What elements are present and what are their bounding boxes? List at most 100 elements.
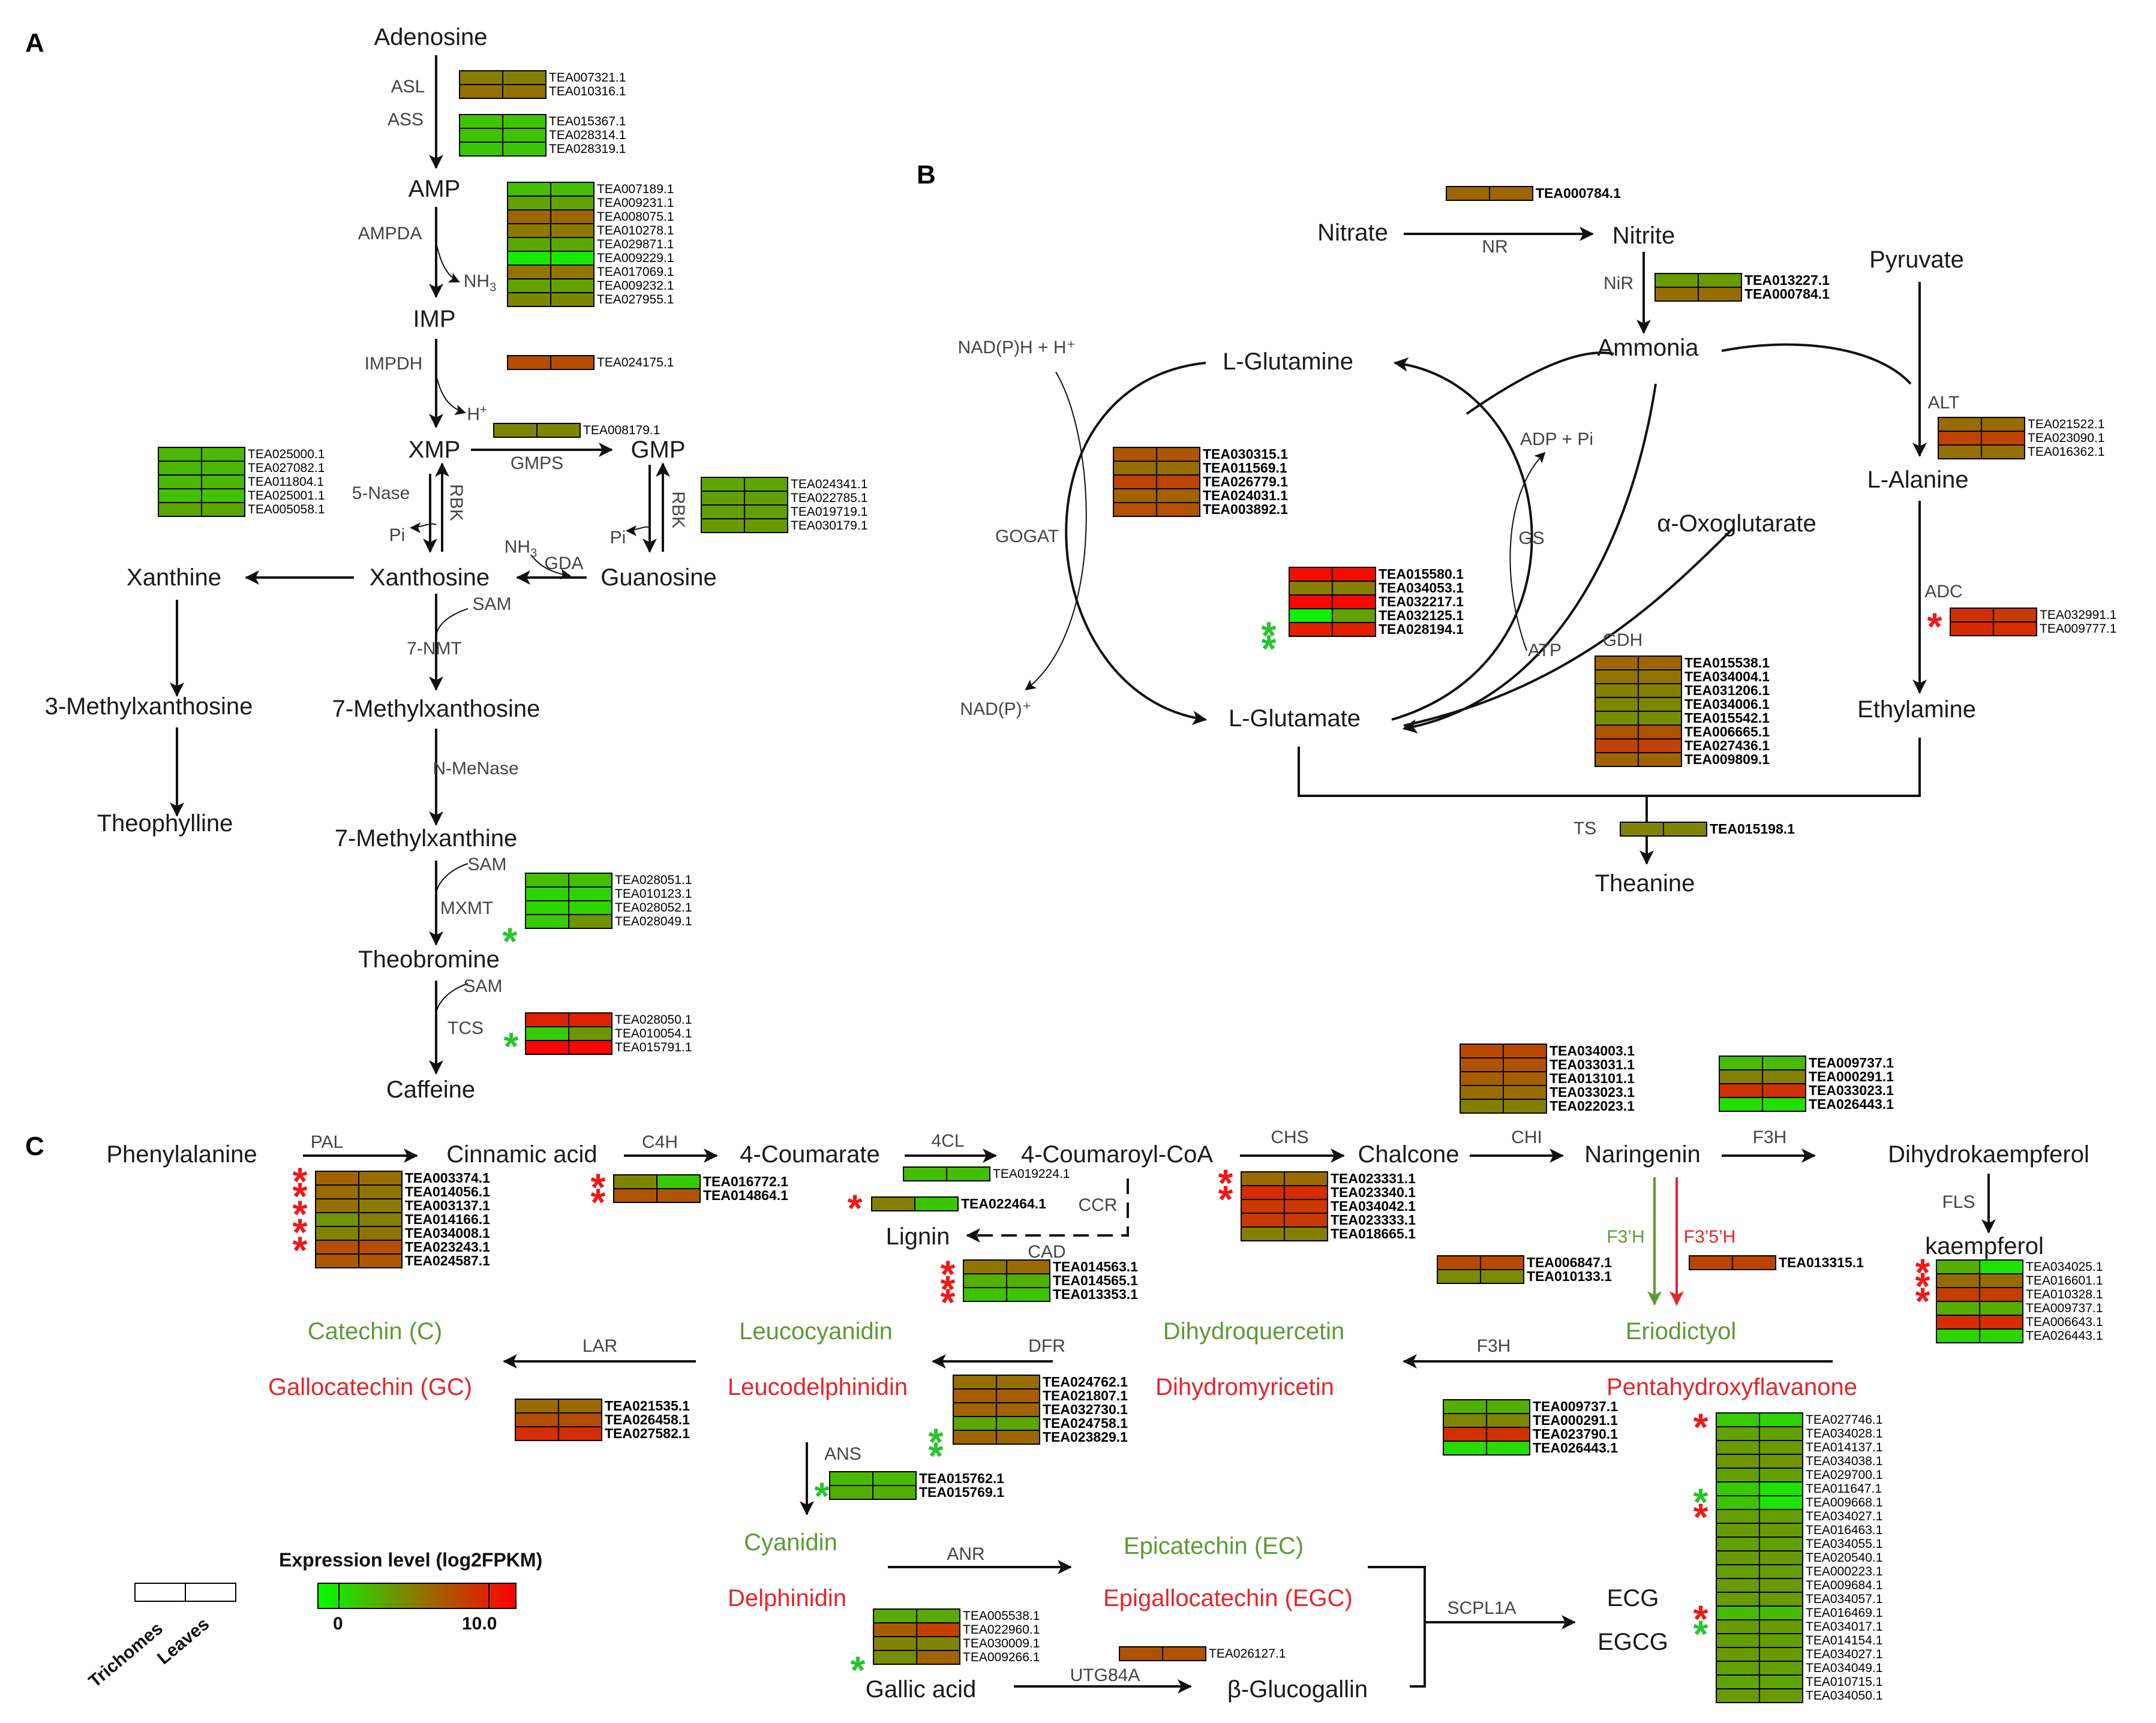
heatmap-cell [1487,1442,1529,1454]
heatmap-cell [359,1172,401,1184]
heatmap-cell [1717,1427,1759,1440]
significance-star-icon: * [292,1159,308,1203]
gene-id: TEA023340.1 [1331,1184,1416,1200]
gene-id: TEA010133.1 [1527,1268,1612,1284]
heatmap-cell [1760,1662,1802,1674]
gene-id: TEA032217.1 [1379,594,1464,609]
gene-id: TEA014864.1 [703,1187,788,1203]
enzyme-anr: ANR [947,1544,985,1564]
heatmap-ts [1620,822,1707,837]
gene-id: TEA009777.1 [2040,622,2117,636]
compound-4-coumaroyl-coa: 4-Coumaroyl-CoA [1020,1141,1214,1168]
significance-star-icon: * [1693,1597,1708,1641]
gene-id: TEA009684.1 [1806,1578,1883,1592]
heatmap-cell [569,1027,611,1040]
heatmap-cell [526,874,568,886]
gene-id: TEA021807.1 [1043,1388,1128,1403]
gene-id: TEA010123.1 [615,887,692,901]
enzyme-cad: CAD [1028,1242,1066,1262]
gene-id: TEA022023.1 [1550,1098,1635,1114]
heatmap-cell [997,1376,1039,1388]
side-sam-3: SAM [463,976,503,996]
heatmap-cell [1461,1059,1503,1071]
heatmap-cell [1656,288,1698,300]
heatmap-cell [745,478,787,491]
heatmap-cell [1438,1270,1480,1283]
compound-xanthine: Xanthine [127,564,221,591]
heatmap-impdh [507,355,594,370]
heatmap-cell [1596,698,1638,711]
gene-id: TEA029700.1 [1806,1468,1883,1482]
heatmap-cell [526,915,568,928]
heatmap-cell [1504,1045,1546,1057]
heatmap-cell [1120,1647,1162,1660]
compound-alpha-oxoglutarate: α-Oxoglutarate [1657,510,1816,537]
heatmap-cell [1333,623,1375,636]
enzyme-c4h: C4H [641,1132,678,1152]
heatmap-cell [1717,1620,1759,1633]
gene-id: TEA009737.1 [1809,1055,1894,1071]
gene-id: TEA009737.1 [1533,1399,1618,1414]
heatmap-cell [1290,568,1332,581]
enzyme-7-nmt: 7-NMT [407,639,462,658]
gene-id: TEA009231.1 [597,196,674,210]
side-sam-2: SAM [467,855,507,874]
gene-id: TEA021522.1 [2028,417,2105,431]
side-nadp: NAD(P)⁺ [960,699,1032,719]
gene-id: TEA000223.1 [1806,1565,1883,1578]
heatmap-cell [1438,1256,1480,1269]
enzyme-alt: ALT [1927,393,1960,413]
heatmap-cell [1461,1086,1503,1099]
gene-id: TEA028049.1 [615,915,692,928]
gene-id: TEA034028.1 [1806,1427,1883,1441]
heatmap-cell [1490,187,1532,200]
heatmap-cell [702,492,744,504]
heatmap-mxmt [525,873,612,929]
heatmap-chs [1241,1171,1328,1241]
heatmap-cell [1763,1084,1805,1097]
heatmap-scpl [1716,1412,1803,1703]
compound-dihydromyricetin: Dihydromyricetin [1155,1374,1334,1400]
heatmap-cell [1639,684,1681,697]
heatmap-cell [569,874,611,886]
heatmap-nr [1446,186,1533,201]
heatmap-cell [551,356,593,369]
legend-max: 10.0 [462,1614,497,1634]
heatmap-cell [1333,568,1375,581]
heatmap-cell [1760,1496,1802,1509]
heatmap-cell [1157,448,1199,461]
compound-gallocatechin: Gallocatechin (GC) [268,1374,473,1400]
heatmap-cell [316,1241,358,1253]
heatmap-cell [1760,1538,1802,1550]
heatmap-cell [559,1427,601,1440]
heatmap-cell [1639,753,1681,766]
heatmap-cell [872,1198,914,1210]
heatmap-gene-ids-ts: TEA015198.1 [1710,822,1795,836]
heatmap-cell [1333,609,1375,622]
gene-id: TEA020540.1 [1806,1551,1883,1565]
heatmap-cell [614,1175,656,1188]
heatmap-cell [1720,1071,1762,1083]
enzyme-f3h-mid: F3H [1476,1336,1511,1356]
gene-id: TEA016772.1 [703,1174,788,1189]
heatmap-cell [1444,1400,1486,1413]
gene-id: TEA009232.1 [597,279,674,293]
gene-id: TEA006665.1 [1684,724,1770,739]
heatmap-cell [917,1623,959,1636]
compound-dihydrokaempferol: Dihydrokaempferol [1888,1141,2089,1168]
gene-id: TEA026779.1 [1203,474,1288,489]
gene-id: TEA015762.1 [919,1471,1004,1486]
heatmap-chi [1460,1044,1547,1114]
gene-id: TEA003137.1 [405,1198,490,1213]
gene-id: TEA034050.1 [1806,1689,1883,1703]
heatmap-cell [569,901,611,914]
gene-id: TEA000784.1 [1536,185,1621,201]
heatmap-f35h [1689,1255,1776,1270]
gene-id: TEA023243.1 [405,1239,490,1255]
gene-id: TEA023090.1 [2028,431,2105,445]
heatmap-cell [1760,1414,1802,1426]
heatmap-cell [159,448,201,461]
